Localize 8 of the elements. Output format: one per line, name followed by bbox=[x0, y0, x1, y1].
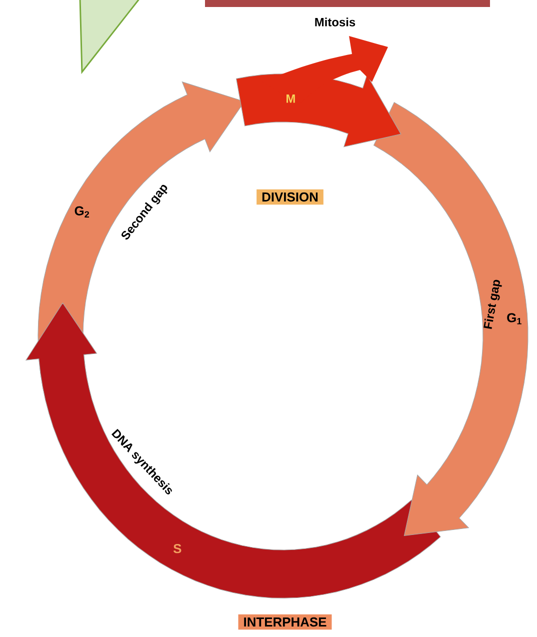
phase-label: First gap bbox=[484, 280, 502, 329]
phase-letter: G$_{2}$ bbox=[74, 206, 90, 218]
phase-letter: M bbox=[286, 94, 295, 103]
phase-tag: INTERPHASE bbox=[238, 614, 332, 630]
phase-label: Mitosis bbox=[315, 18, 356, 26]
phase-tag: DIVISION bbox=[256, 189, 324, 205]
phase-letter: G$_{1}$ bbox=[507, 313, 522, 324]
phase-letter: S bbox=[173, 544, 182, 554]
